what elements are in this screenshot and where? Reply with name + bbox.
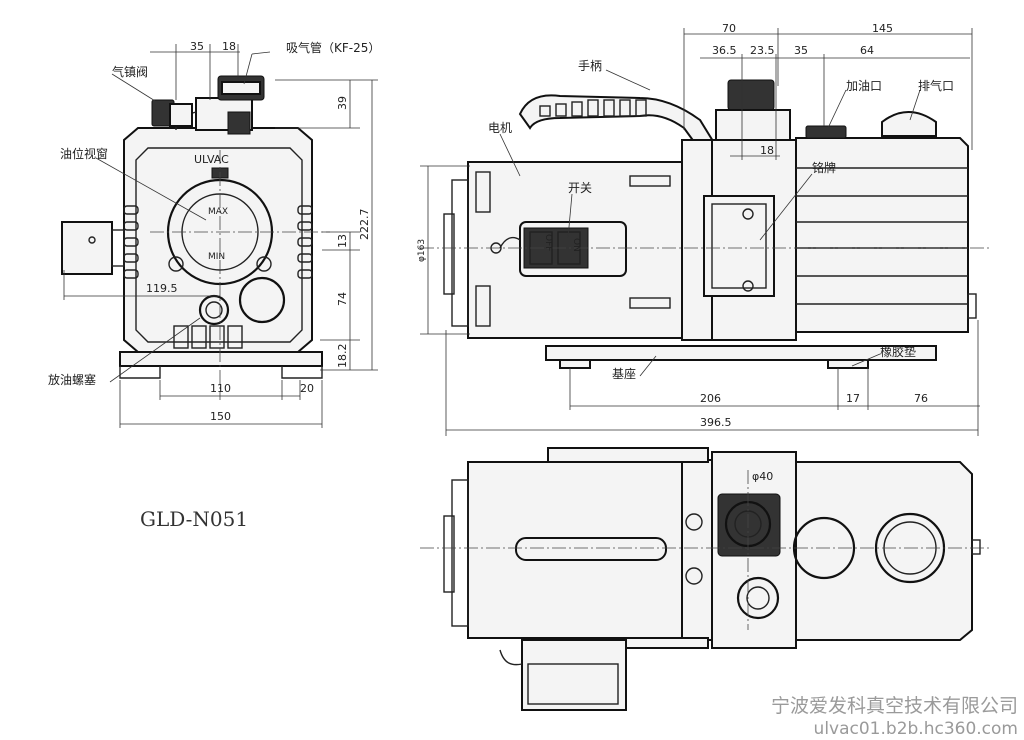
callout-rubber-pad: 橡胶垫: [880, 344, 916, 359]
callout-oil-sight-window: 油位视窗: [60, 146, 108, 161]
dim-front-150: 150: [210, 410, 231, 423]
dim-front-20: 20: [300, 382, 314, 395]
dim-front-110: 110: [210, 382, 231, 395]
switch-on-label: ON: [571, 238, 581, 252]
callout-base: 基座: [612, 366, 636, 381]
dim-side-total: 396.5: [700, 416, 732, 429]
dim-front-35: 35: [190, 40, 204, 53]
dim-side-145: 145: [872, 22, 893, 35]
watermark-url: ulvac01.b2b.hc360.com: [814, 719, 1018, 739]
dim-front-18-2: 18.2: [336, 344, 349, 369]
dim-side-35: 35: [794, 44, 808, 57]
dim-side-36: 36.5: [712, 44, 737, 57]
dim-side-206: 206: [700, 392, 721, 405]
oil-min-label: MIN: [208, 252, 225, 262]
dim-side-dia: φ163: [417, 239, 427, 262]
dim-side-17: 17: [846, 392, 860, 405]
dim-top-dia40: φ40: [752, 470, 773, 483]
dim-front-222: 222.7: [358, 209, 371, 241]
dim-front-39: 39: [336, 96, 349, 110]
callout-gas-ballast-valve: 气镇阀: [112, 64, 148, 79]
dim-front-74: 74: [336, 292, 349, 306]
callout-oil-fill: 加油口: [846, 79, 882, 93]
callout-motor: 电机: [488, 121, 512, 135]
callout-intake-pipe: 吸气管（KF-25）: [286, 40, 380, 55]
callout-drain-plug: 放油螺塞: [48, 372, 96, 387]
switch-off-label: OFF: [543, 234, 553, 251]
brand-ulvac: ULVAC: [194, 153, 229, 166]
oil-max-label: MAX: [208, 207, 228, 217]
callout-handle: 手柄: [578, 59, 602, 73]
dim-side-64: 64: [860, 44, 874, 57]
dim-front-119: 119.5: [146, 282, 178, 295]
dim-front-13: 13: [336, 234, 349, 248]
callout-exhaust: 排气口: [918, 78, 954, 93]
callout-switch: 开关: [568, 181, 592, 195]
dim-side-23: 23.5: [750, 44, 775, 57]
top-view: [420, 447, 990, 711]
front-view: [61, 44, 378, 428]
dim-side-18: 18: [760, 144, 774, 157]
model-label: GLD-N051: [140, 507, 248, 531]
dim-side-70: 70: [722, 22, 736, 35]
dim-front-18: 18: [222, 40, 236, 53]
dim-side-76: 76: [914, 392, 928, 405]
side-view: [420, 28, 990, 436]
callout-nameplate: 铭牌: [812, 160, 836, 175]
watermark-company: 宁波爱发科真空技术有限公司: [771, 695, 1018, 717]
